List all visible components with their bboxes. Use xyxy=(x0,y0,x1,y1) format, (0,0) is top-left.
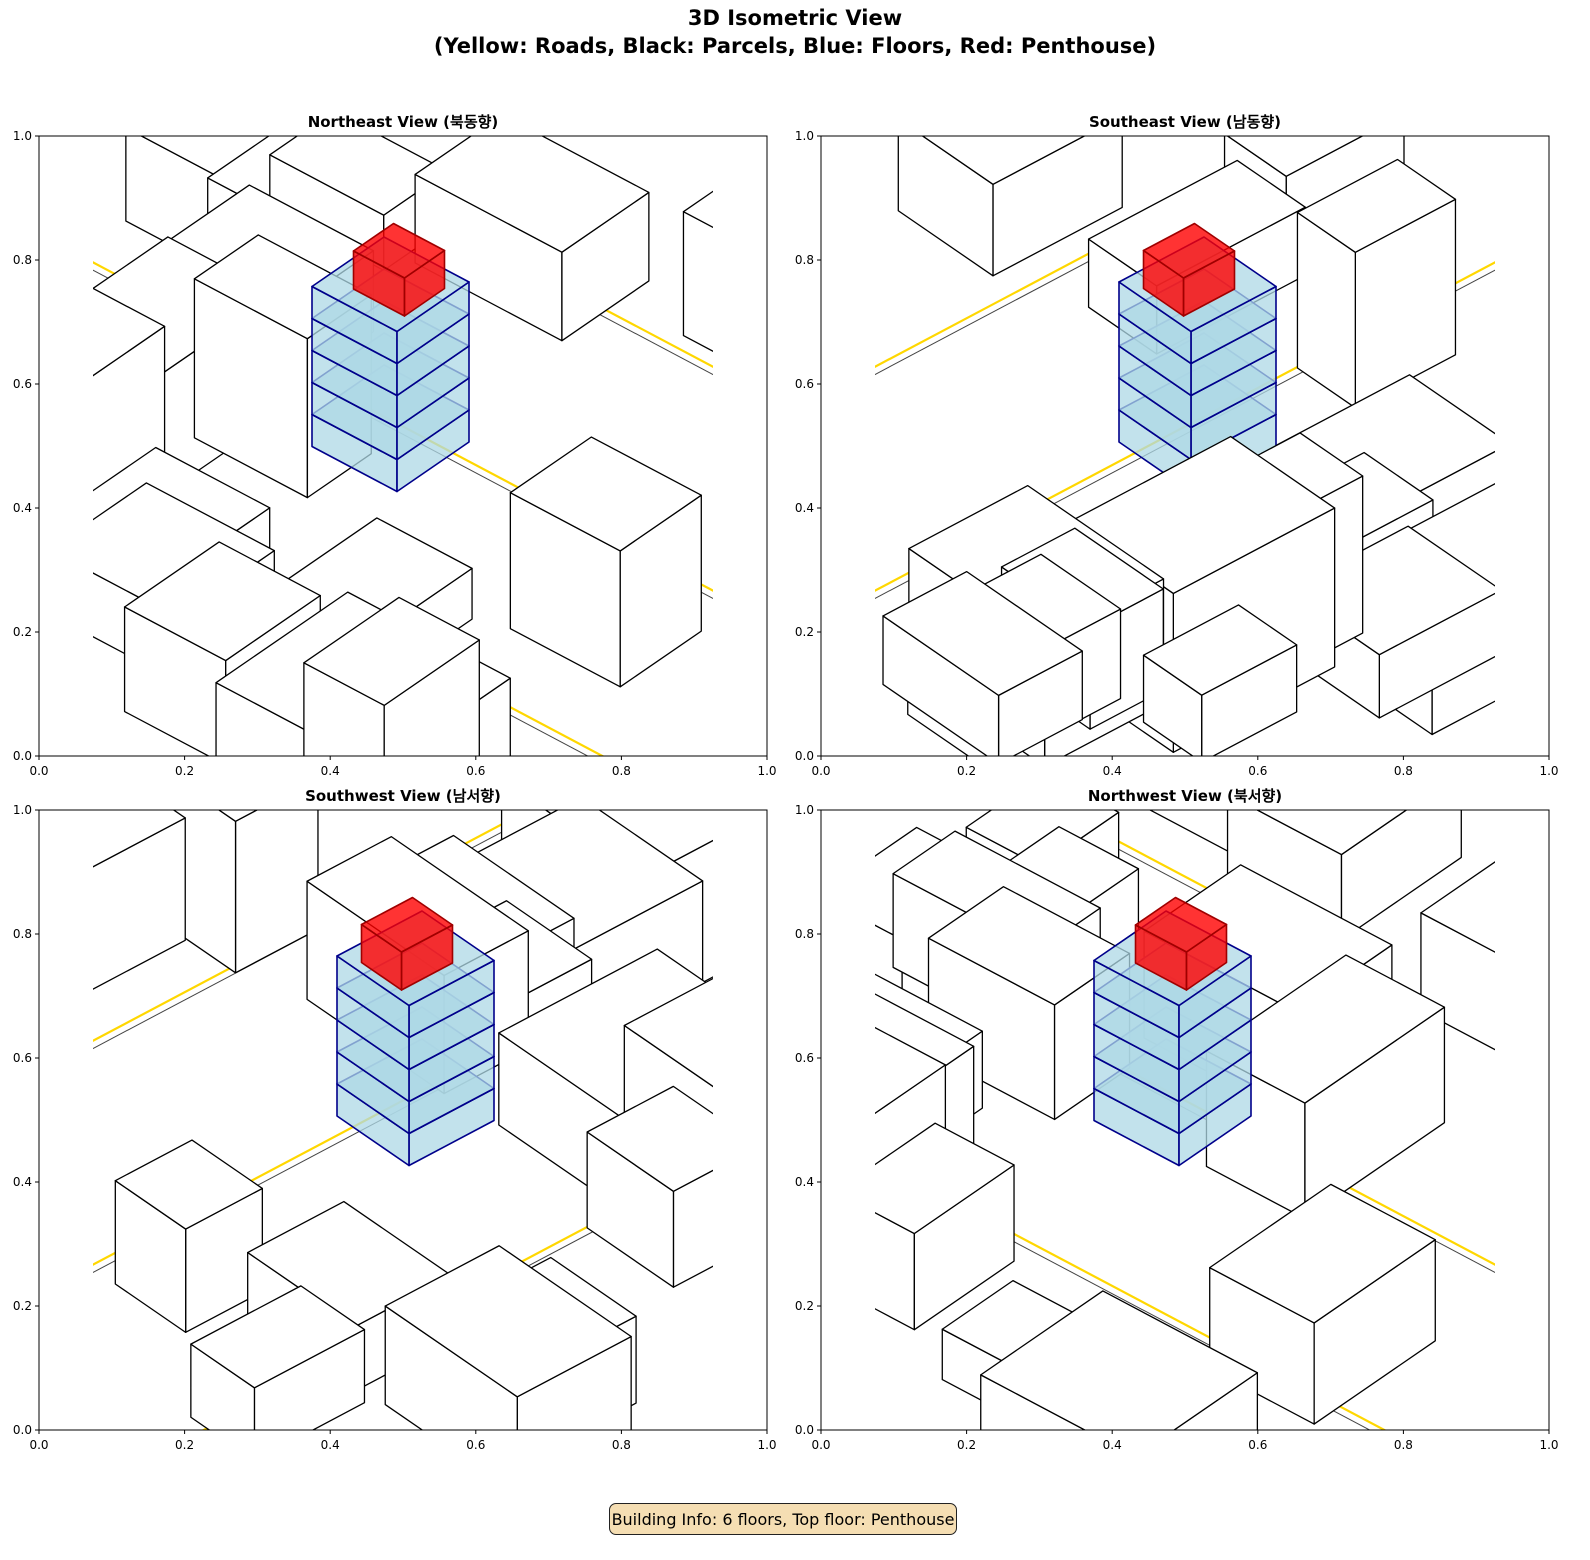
penthouse xyxy=(1134,896,1228,991)
parcel-building xyxy=(586,1085,713,1288)
penthouse xyxy=(1142,222,1236,317)
road-line xyxy=(93,810,532,1042)
plots-canvas: Northeast View (북동향) 0.0 0.2 0.4 0.6 0.8 1.0 0.… xyxy=(0,113,1590,1452)
x-tick-label: 1.0 xyxy=(757,764,776,778)
x-tick-label: 0.0 xyxy=(811,764,830,778)
parcel-building xyxy=(190,1285,366,1430)
figure-subtitle: (Yellow: Roads, Black: Parcels, Blue: Fl… xyxy=(433,34,1157,58)
parcel-building xyxy=(700,328,835,462)
axes-frame xyxy=(38,135,768,757)
x-tick-label: 0.4 xyxy=(1103,1438,1122,1452)
x-tick-label: 1.0 xyxy=(757,1438,776,1452)
x-tick-label: 0.4 xyxy=(1103,764,1122,778)
x-tick-label: 1.0 xyxy=(1539,1438,1558,1452)
y-tick-label: 0.4 xyxy=(13,1175,32,1189)
y-tick-label: 0.4 xyxy=(795,501,814,515)
scene-0 xyxy=(0,136,713,756)
x-tick-label: 0.0 xyxy=(811,1438,830,1452)
building-info-box: Building Info: 6 floors, Top floor: Pent… xyxy=(609,1503,957,1535)
parcel-building xyxy=(384,1245,632,1430)
y-tick-label: 1.0 xyxy=(13,803,32,817)
y-tick-label: 0.4 xyxy=(795,1175,814,1189)
y-tick-label: 1.0 xyxy=(795,803,814,817)
parcel-building xyxy=(980,1290,1259,1430)
parcel-building xyxy=(414,136,650,342)
parcel-building xyxy=(303,596,480,756)
x-tick-label: 0.8 xyxy=(612,764,631,778)
parcel-building xyxy=(1296,158,1457,409)
panel-title: Southeast View (남동향) xyxy=(1089,113,1281,131)
y-tick-label: 0.2 xyxy=(795,625,814,639)
x-tick-label: 0.8 xyxy=(612,1438,631,1452)
y-tick-label: 0.8 xyxy=(13,927,32,941)
panel-1: Southeast View (남동향) 0.0 0.2 0.4 0.6 0.8 1.0 0.… xyxy=(700,113,1590,778)
penthouse xyxy=(352,222,446,317)
x-tick-label: 0.4 xyxy=(321,764,340,778)
y-tick-label: 0.6 xyxy=(795,1051,814,1065)
x-tick-label: 0.6 xyxy=(1248,1438,1267,1452)
parcel-building xyxy=(0,386,6,609)
y-tick-label: 1.0 xyxy=(795,129,814,143)
x-tick-label: 1.0 xyxy=(1539,764,1558,778)
y-tick-label: 1.0 xyxy=(13,129,32,143)
x-tick-label: 0.6 xyxy=(466,1438,485,1452)
y-tick-label: 0.6 xyxy=(13,377,32,391)
axes-frame xyxy=(38,809,768,1431)
parcel-building xyxy=(93,810,186,990)
y-tick-label: 0.0 xyxy=(13,749,32,763)
scene-3 xyxy=(875,810,1495,1430)
road-line xyxy=(875,1159,1387,1430)
scene-1 xyxy=(700,136,1590,756)
scene-2 xyxy=(93,810,713,1430)
x-tick-label: 0.2 xyxy=(175,1438,194,1452)
x-tick-label: 0.0 xyxy=(29,764,48,778)
y-tick-label: 0.0 xyxy=(795,1423,814,1437)
parcel-building xyxy=(509,436,702,688)
parcel-building xyxy=(1226,810,1462,941)
x-tick-label: 0.0 xyxy=(29,1438,48,1452)
axes-frame xyxy=(820,809,1550,1431)
y-tick-label: 0.4 xyxy=(13,501,32,515)
x-tick-label: 0.2 xyxy=(957,1438,976,1452)
y-tick-label: 0.0 xyxy=(13,1423,32,1437)
x-tick-label: 0.6 xyxy=(466,764,485,778)
x-tick-label: 0.2 xyxy=(175,764,194,778)
parcel-building xyxy=(882,570,1083,756)
panel-3: Northwest View (북서향) 0.0 0.2 0.4 0.6 0.8 1.0 0.… xyxy=(795,787,1559,1452)
parcel-building xyxy=(114,1139,263,1334)
y-tick-label: 0.2 xyxy=(13,1299,32,1313)
x-tick-label: 0.8 xyxy=(1394,1438,1413,1452)
parcel-building xyxy=(897,136,1123,277)
x-tick-label: 0.4 xyxy=(321,1438,340,1452)
axes-frame xyxy=(820,135,1550,757)
panel-title: Northwest View (북서향) xyxy=(1088,787,1282,805)
y-tick-label: 0.8 xyxy=(795,253,814,267)
parcel-building xyxy=(1209,1183,1436,1425)
y-tick-label: 0.8 xyxy=(13,253,32,267)
parcel-building xyxy=(682,190,713,352)
parcel-building xyxy=(1142,604,1298,756)
panel-2: Southwest View (남서향) 0.0 0.2 0.4 0.6 0.8 1.0 0.… xyxy=(13,787,777,1452)
y-tick-label: 0.8 xyxy=(795,927,814,941)
panel-title: Northeast View (북동향) xyxy=(308,113,499,131)
x-tick-label: 0.8 xyxy=(1394,764,1413,778)
y-tick-label: 0.6 xyxy=(13,1051,32,1065)
x-tick-label: 0.2 xyxy=(957,764,976,778)
parcel-building xyxy=(1546,258,1590,489)
road-line xyxy=(875,136,1314,368)
penthouse xyxy=(360,896,454,991)
y-tick-label: 0.2 xyxy=(795,1299,814,1313)
panel-title: Southwest View (남서향) xyxy=(305,787,501,805)
parcel-line xyxy=(93,810,545,1050)
y-tick-label: 0.2 xyxy=(13,625,32,639)
figure-title: 3D Isometric View xyxy=(687,6,903,30)
parcel-line xyxy=(875,136,1327,376)
panel-0: Northeast View (북동향) 0.0 0.2 0.4 0.6 0.8 1.0 0.… xyxy=(0,113,777,778)
y-tick-label: 0.0 xyxy=(795,749,814,763)
parcel-building xyxy=(875,1122,1015,1331)
y-tick-label: 0.6 xyxy=(795,377,814,391)
x-tick-label: 0.6 xyxy=(1248,764,1267,778)
